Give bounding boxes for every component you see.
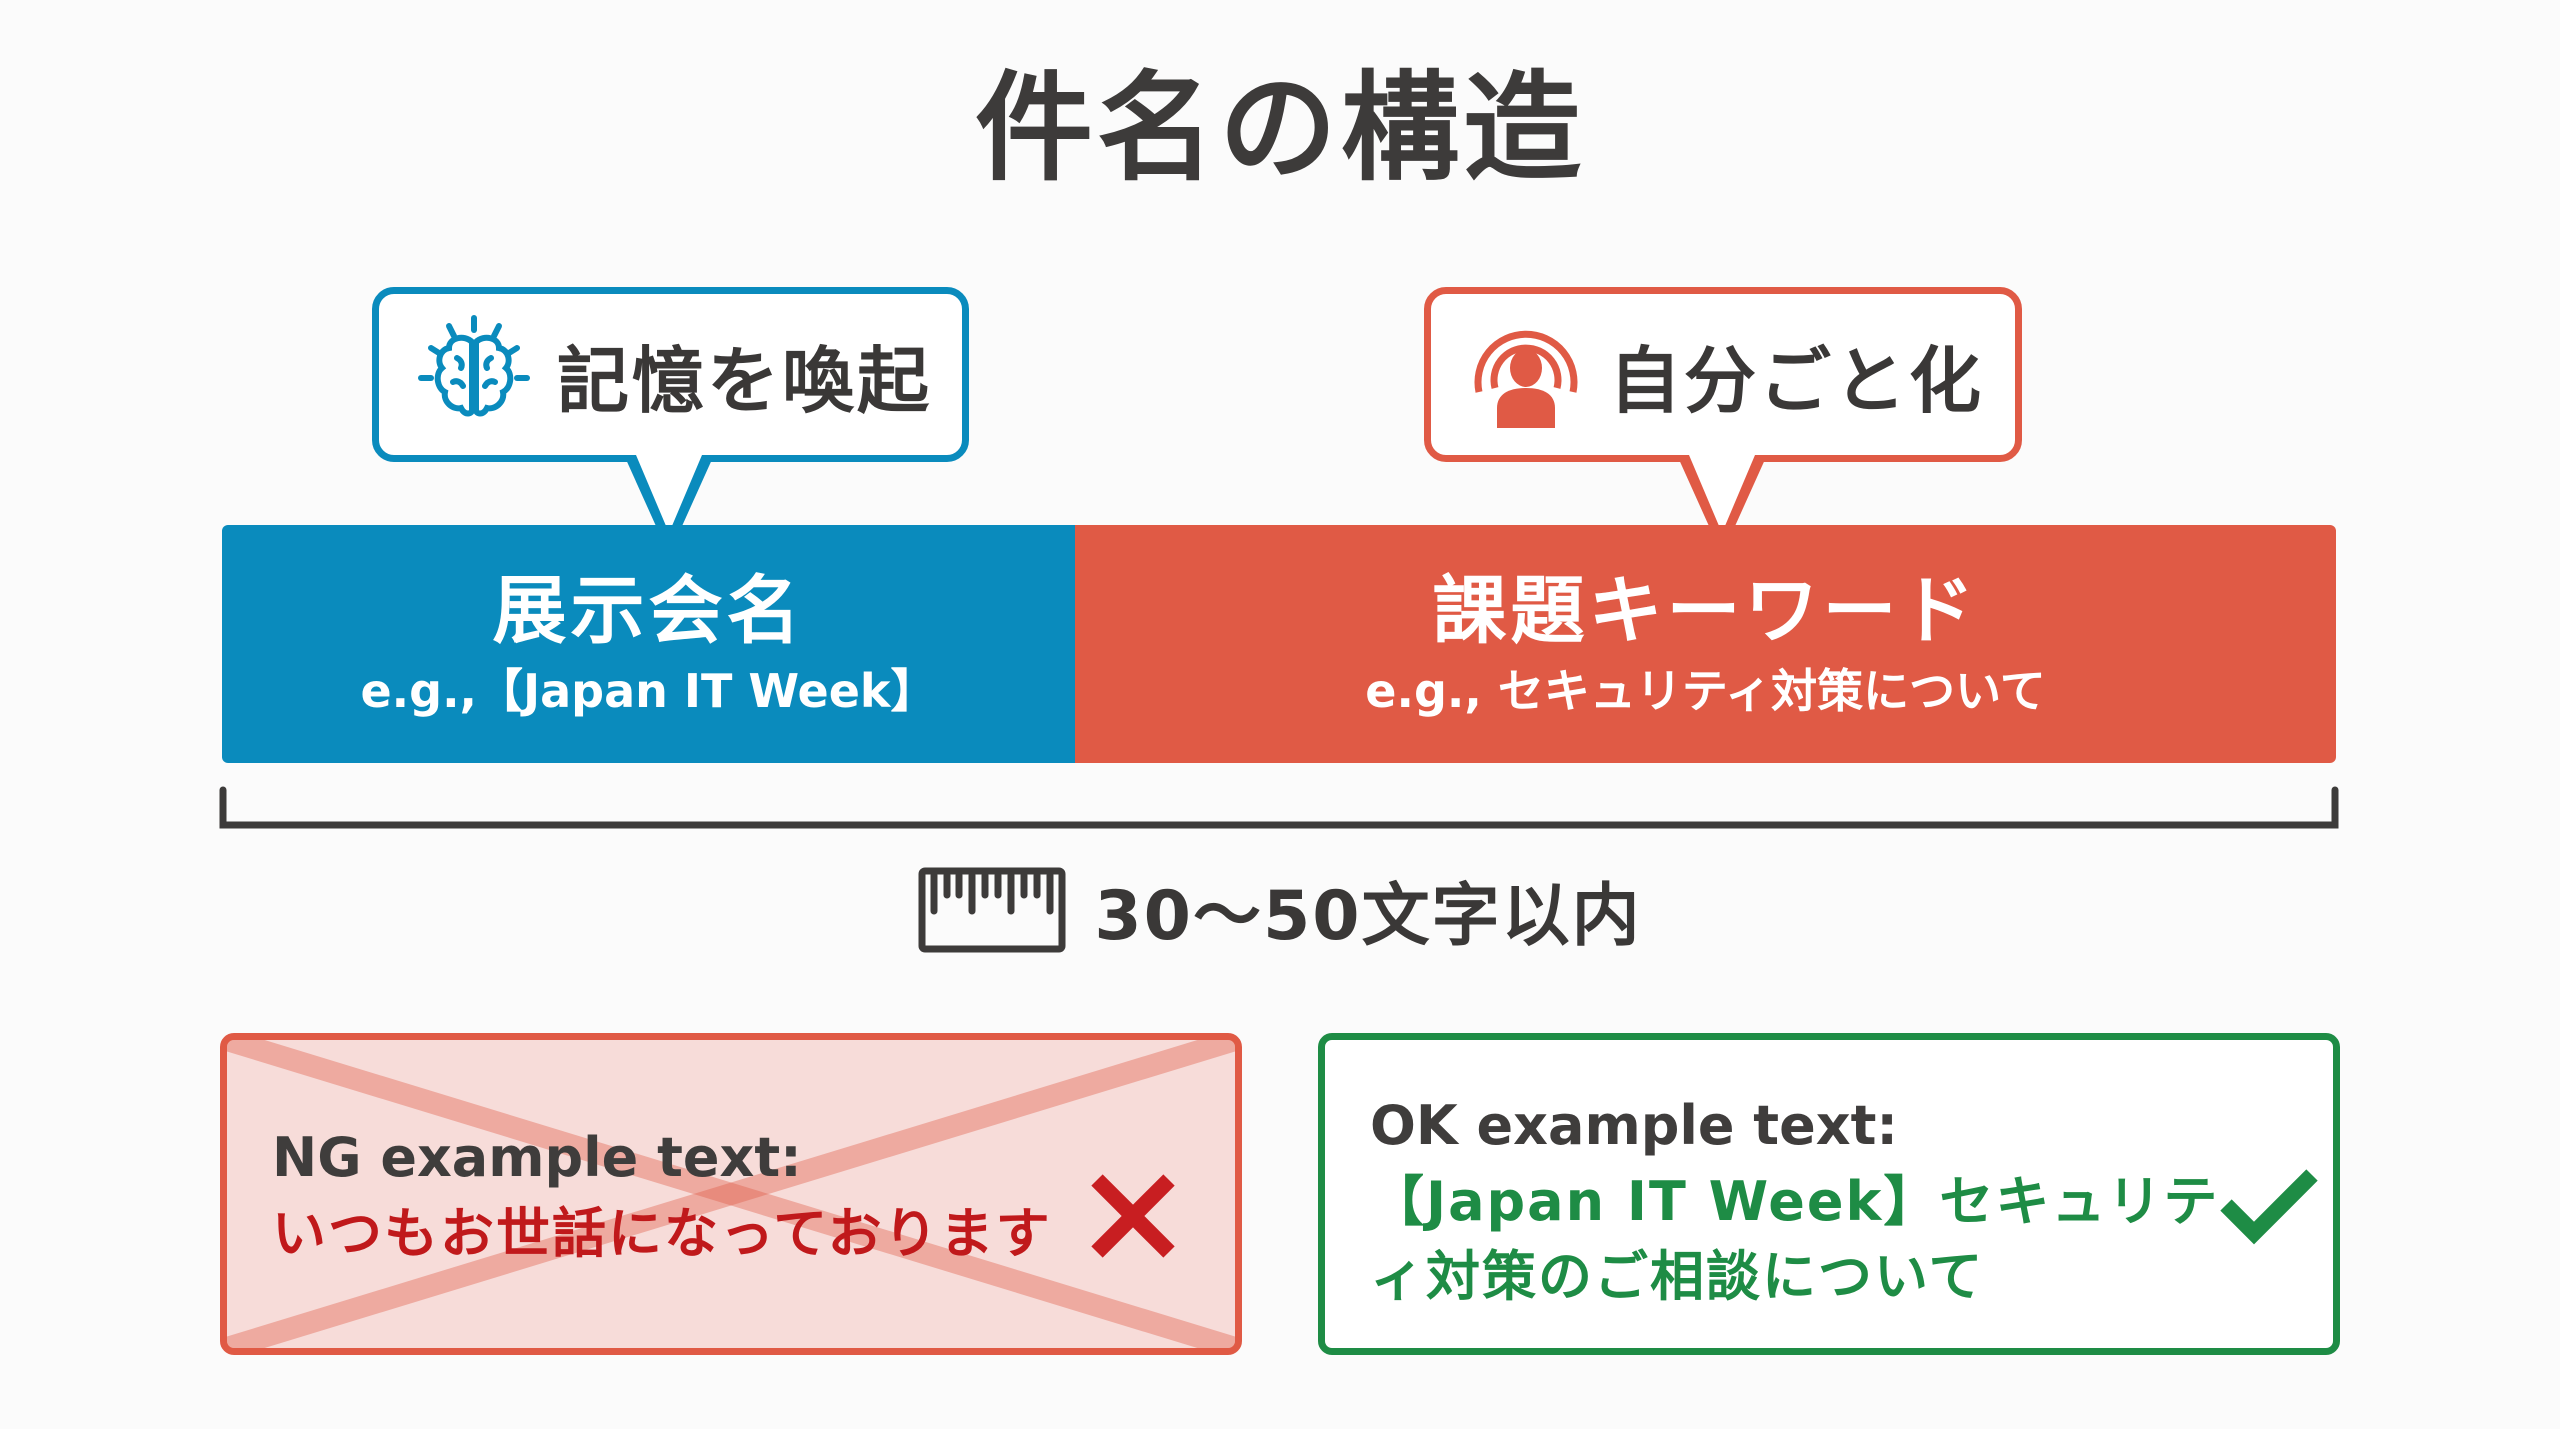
callout-tail bbox=[624, 455, 714, 555]
ruler-icon bbox=[918, 867, 1066, 952]
callout-label: 記憶を喚起 bbox=[557, 339, 933, 423]
callout-tail bbox=[1677, 455, 1767, 555]
ng-example-content: NG example text: いつもお世話になっております bbox=[272, 1120, 1052, 1271]
length-limit: 30〜50文字以内 bbox=[0, 860, 2560, 959]
segment-exhibition-name: 展示会名 e.g.,【Japan IT Week】 bbox=[222, 525, 1075, 763]
segment-issue-keyword: 課題キーワード e.g., セキュリティ対策について bbox=[1075, 525, 2336, 763]
ng-example-heading: NG example text: bbox=[272, 1126, 802, 1189]
ng-example-text: いつもお世話になっております bbox=[272, 1201, 1052, 1265]
segment-example: e.g.,【Japan IT Week】 bbox=[360, 664, 937, 719]
length-limit-text: 30〜50文字以内 bbox=[1094, 877, 1642, 956]
person-broadcast-icon bbox=[1474, 330, 1578, 428]
ok-example-text: 【Japan IT Week】セキュリティ対策のご相談について bbox=[1370, 1169, 2220, 1309]
length-bracket bbox=[219, 786, 2339, 829]
segment-title: 課題キーワード bbox=[1432, 568, 1979, 654]
ok-example-box: OK example text: 【Japan IT Week】セキュリティ対策… bbox=[1318, 1033, 2340, 1355]
page-title: 件名の構造 bbox=[974, 59, 1585, 197]
callout-label: 自分ごと化 bbox=[1609, 339, 1985, 423]
strike-through-cross bbox=[227, 1040, 1235, 1348]
cross-icon bbox=[1091, 1174, 1175, 1258]
check-icon bbox=[2220, 1169, 2318, 1245]
ok-example-content: OK example text: 【Japan IT Week】セキュリティ対策… bbox=[1370, 1088, 2230, 1315]
ng-example-box: NG example text: いつもお世話になっております bbox=[220, 1033, 1242, 1355]
segment-title: 展示会名 bbox=[492, 568, 805, 654]
callout-recall-memory: 記憶を喚起 bbox=[372, 287, 969, 462]
brain-icon bbox=[418, 314, 530, 416]
segment-example: e.g., セキュリティ対策について bbox=[1365, 664, 2046, 719]
callout-personalize: 自分ごと化 bbox=[1424, 287, 2022, 462]
ok-example-heading: OK example text: bbox=[1370, 1094, 1898, 1157]
